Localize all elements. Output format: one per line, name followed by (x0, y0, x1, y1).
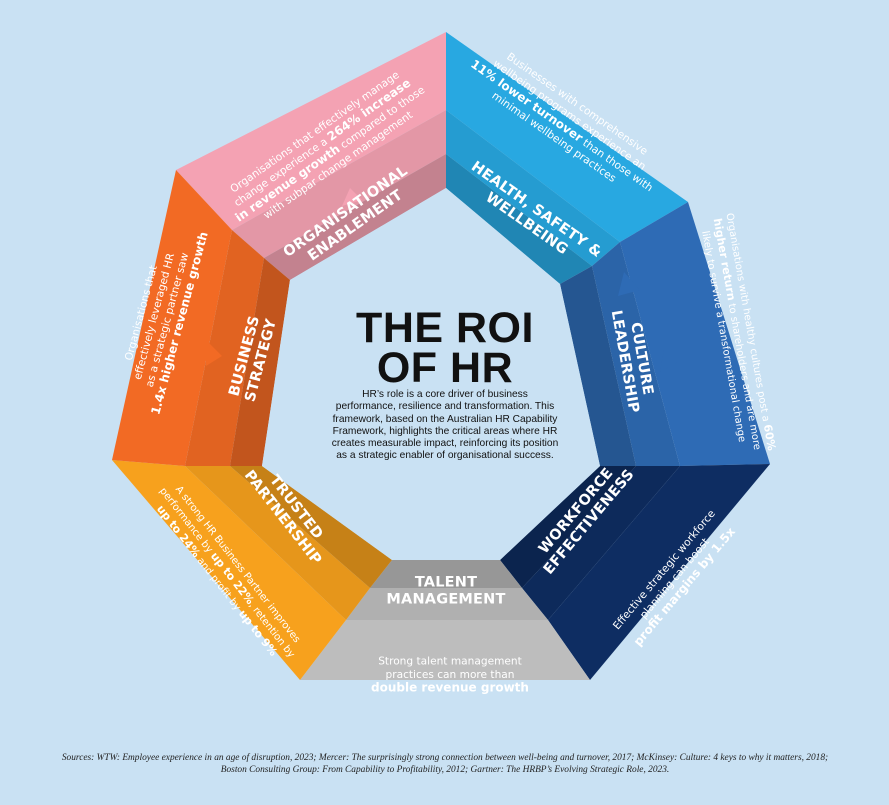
gap-band-health-safety-wellbeing (446, 110, 620, 266)
heading-panel-health-safety-wellbeing (446, 154, 592, 284)
heading-line: TALENT (415, 575, 477, 591)
heading-panel-business-strategy (230, 258, 290, 466)
stat-panel-culture-leadership (620, 202, 770, 466)
heading-panel-trusted-partnership (230, 466, 392, 588)
gap-band-culture-leadership (592, 242, 680, 466)
heading-panel-workforce-effectiveness (500, 466, 636, 588)
stat-fragment: practices can more than (385, 669, 514, 681)
gap-band-workforce-effectiveness (522, 466, 680, 620)
stat-panel-business-strategy (112, 170, 232, 466)
stat-highlight: 60% (761, 423, 778, 451)
stat-panel-health-safety-wellbeing (446, 32, 688, 242)
stat-panel-organisational-enablement (176, 32, 446, 230)
stat-highlight: double revenue growth (371, 681, 529, 695)
gap-band-trusted-partnership (185, 466, 370, 620)
pointer-triangle (618, 272, 640, 296)
gap-band-talent-management (346, 588, 548, 620)
gap-band-business-strategy (185, 230, 264, 466)
stat-line: practices can more than (385, 669, 514, 681)
stat-line: Strong talent management (378, 656, 522, 668)
pointer-triangle (206, 340, 222, 366)
heading-panel-organisational-enablement (264, 154, 446, 280)
center-panel (262, 188, 600, 560)
stat-panel-trusted-partnership (112, 460, 346, 680)
sources-footnote: Sources: WTW: Employee experience in an … (61, 753, 829, 775)
intro-text: HR’s role is a core driver of business p… (331, 389, 559, 462)
pointer-triangle (660, 350, 678, 372)
title-line-2: OF HR (376, 344, 514, 392)
heading-panel-culture-leadership (560, 266, 636, 466)
pointer-triangle (426, 622, 466, 640)
stat-panel-workforce-effectiveness (548, 464, 770, 680)
title-line-1: THE ROI (356, 304, 534, 352)
pointer-triangle (342, 188, 362, 206)
gap-band-organisational-enablement (232, 110, 446, 258)
stat-fragment: Strong talent management (378, 656, 522, 668)
stat-line: double revenue growth (371, 681, 529, 695)
stat-panel-talent-management (300, 620, 590, 680)
page-title: THE ROI OF HR (330, 304, 560, 392)
heading-panel-talent-management (370, 560, 522, 588)
heading-line: MANAGEMENT (386, 592, 505, 608)
